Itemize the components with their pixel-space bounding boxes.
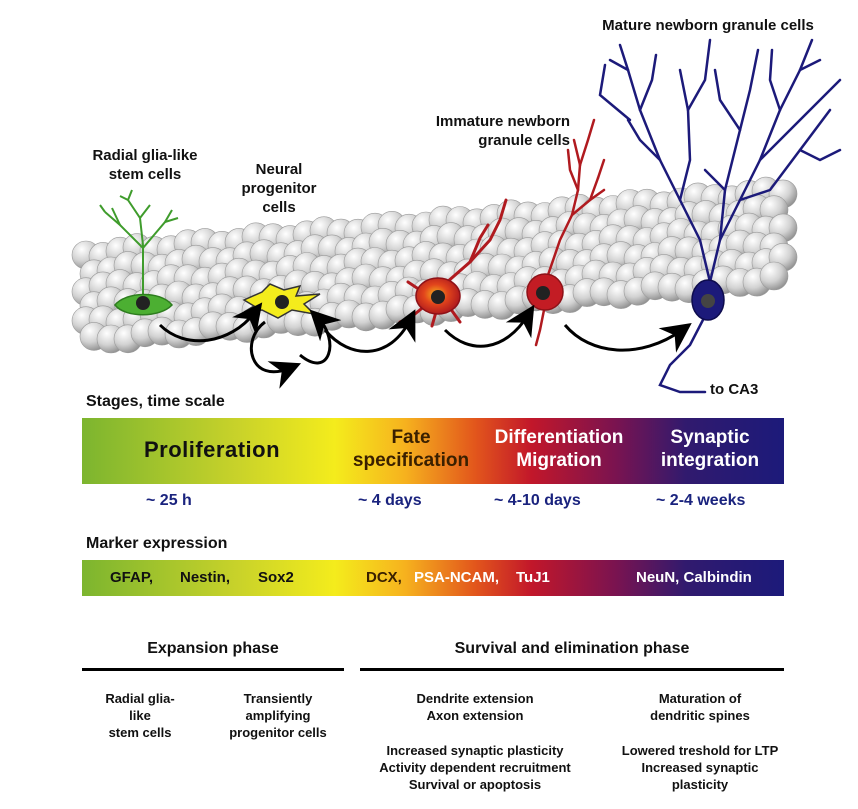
detail-radial-glia: Radial glia- like stem cells: [105, 691, 175, 740]
granule-cell-sphere: [759, 261, 789, 291]
progression-arrows: [158, 302, 692, 389]
marker-sox2: Sox2: [258, 569, 294, 586]
expansion-divider: [82, 668, 344, 671]
marker-dcx: DCX,: [366, 569, 402, 586]
mature-neuron-dendrites: [598, 38, 842, 284]
marker-gfap: GFAP,: [110, 569, 154, 586]
stage-differentiation-migration: Differentiation Migration: [494, 427, 624, 471]
to-ca3-label: to CA3: [710, 381, 759, 398]
detail-dendrite: Dendrite extension Axon extension: [416, 691, 534, 723]
time-differentiation: ~ 4-10 days: [494, 492, 581, 509]
stage-synaptic-integration: Synaptic integration: [660, 427, 760, 471]
neurogenesis-illustration: [71, 38, 842, 394]
stage-proliferation: Proliferation: [143, 437, 281, 462]
marker-neun-calbindin: NeuN, Calbindin: [636, 569, 752, 586]
radial-glia-cell: [99, 189, 179, 300]
progenitor-label: Neural progenitor cells: [241, 161, 317, 216]
detail-transient: Transiently amplifying progenitor cells: [229, 691, 327, 740]
mature-neuron-axon: [658, 314, 707, 394]
marker-tuj1: TuJ1: [516, 569, 550, 586]
time-proliferation: ~ 25 h: [146, 492, 192, 509]
expansion-phase-heading: Expansion phase: [147, 640, 279, 657]
time-integration: ~ 2-4 weeks: [656, 492, 746, 509]
survival-phase-heading: Survival and elimination phase: [454, 640, 690, 657]
detail-ltp: Lowered treshold for LTP Increased synap…: [621, 743, 779, 792]
marker-psa-ncam: PSA-NCAM,: [414, 569, 499, 586]
stages-heading: Stages, time scale: [86, 393, 225, 410]
marker-nestin: Nestin,: [180, 569, 231, 586]
marker-heading: Marker expression: [86, 535, 228, 552]
immature-label: Immature newborn granule cells: [435, 113, 570, 149]
granule-cell-layer: [71, 176, 798, 354]
stage-fate-specification: Fate specification: [352, 427, 470, 471]
time-fate: ~ 4 days: [358, 492, 422, 509]
detail-plasticity: Increased synaptic plasticity Activity d…: [379, 743, 571, 792]
marker-bar: [82, 560, 784, 596]
radial-glia-label: Radial glia-like stem cells: [92, 147, 198, 183]
survival-divider: [360, 668, 784, 671]
immature-neuron-2: [534, 118, 606, 347]
mature-label: Mature newborn granule cells: [602, 17, 814, 34]
detail-maturation: Maturation of dendritic spines: [650, 691, 750, 723]
stage-bar: [82, 418, 784, 484]
